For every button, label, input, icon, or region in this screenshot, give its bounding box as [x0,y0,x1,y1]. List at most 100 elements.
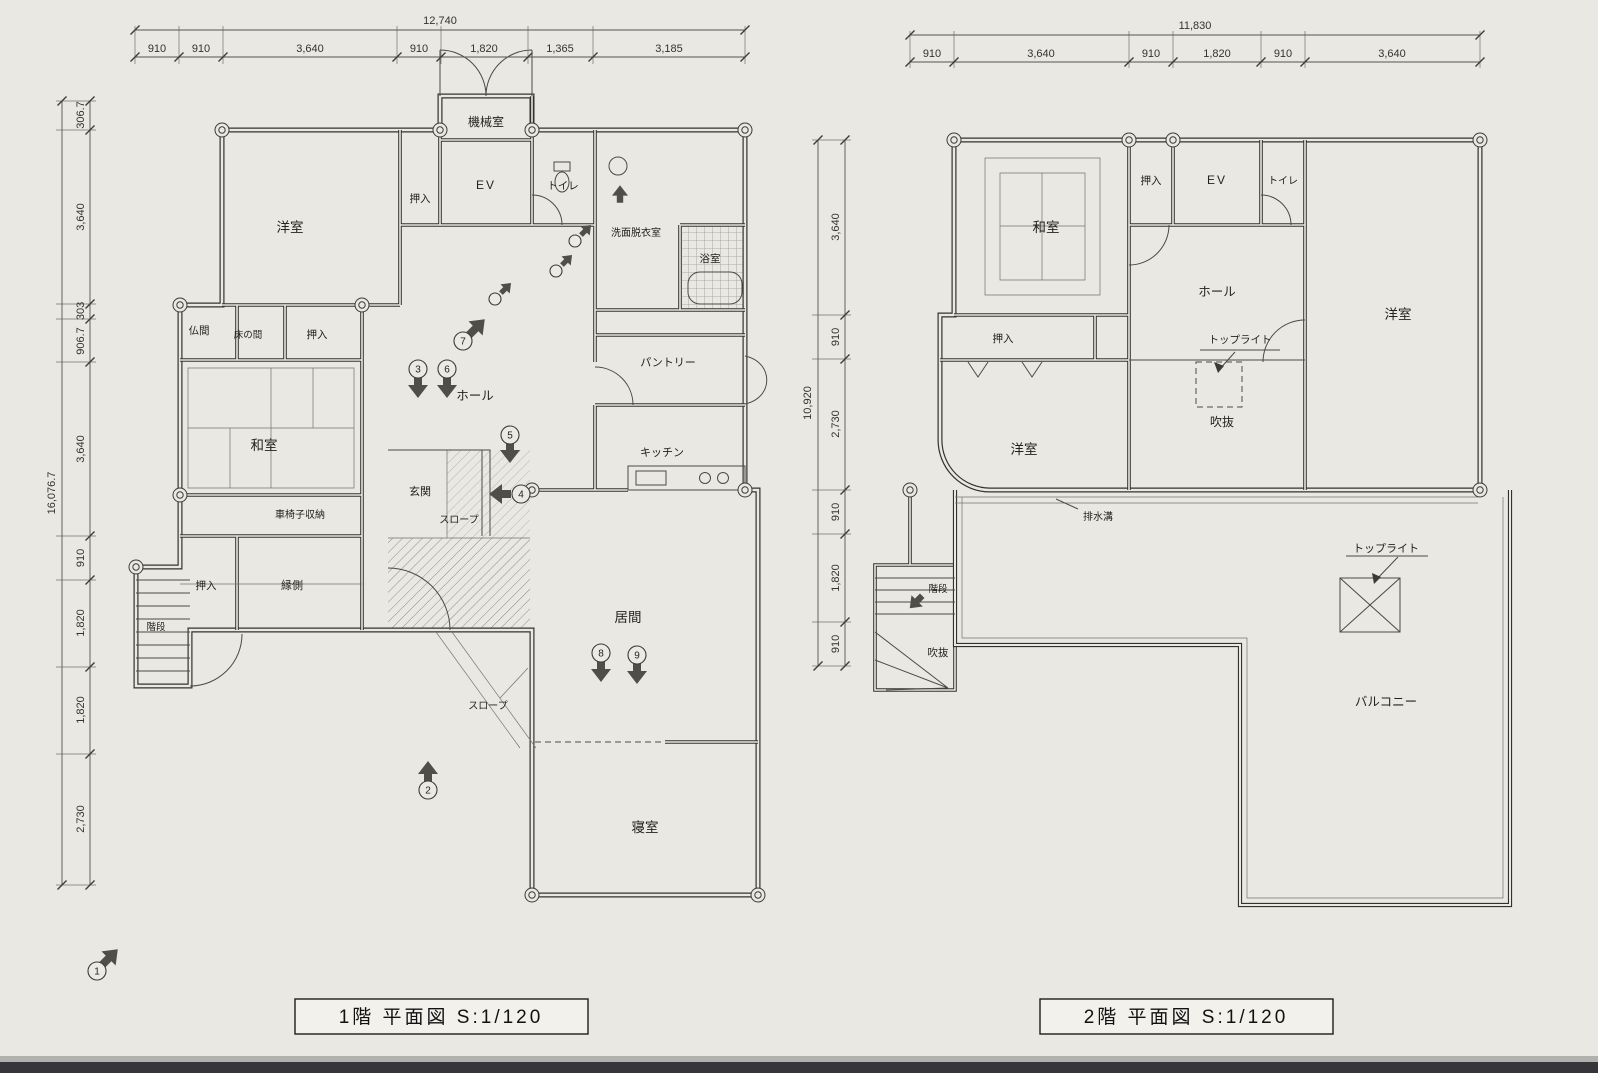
room-label-washitsu: 和室 [251,437,278,453]
marker-6: 6 [437,359,457,398]
floor1-title: 1階 平面図 S:1/120 [339,1006,544,1028]
dim-total-left-f2: 10,920 [802,386,814,420]
svg-text:2: 2 [425,786,431,797]
room-label-genkan: 玄関 [409,484,431,498]
dim-seg: 2,730 [75,805,87,833]
room-label-gutter: 排水溝 [1083,510,1113,523]
dim-seg: 3,640 [75,203,87,231]
dim-seg: 1,820 [75,696,87,724]
dim-seg: 906.7 [75,327,87,355]
dim-seg: 910 [75,549,87,567]
svg-text:5: 5 [507,431,513,442]
room-label-yokushitsu: 浴室 [700,252,721,265]
dim-seg: 910 [1142,48,1160,60]
dim-seg: 910 [192,43,210,55]
dim-seg: 910 [830,503,842,521]
svg-text:9: 9 [634,651,640,662]
floor2-plan: 押入 EV トイレ 和室 ホール 洋室 押入 トップライト 吹抜 洋室 排水溝 … [802,20,1513,1035]
room-label-stair-void: 吹抜 [928,646,949,659]
dim-seg: 3,640 [1027,48,1055,60]
room-label-shinshitsu: 寝室 [632,819,659,835]
dim-total-top-f1: 12,740 [423,15,457,27]
svg-text:7: 7 [460,337,466,348]
dim-seg: 3,640 [830,213,842,241]
dim-seg: 1,365 [546,43,574,55]
room-label-kaidan-f2: 階段 [928,583,948,595]
dim-seg: 910 [1274,48,1292,60]
marker-3: 3 [408,359,428,398]
svg-text:3: 3 [415,365,421,376]
dim-seg: 1,820 [830,564,842,592]
room-label-pantry: パントリー [640,356,696,369]
floor2-title: 2階 平面図 S:1/120 [1084,1006,1289,1028]
floor1-room-labels: 機械室 EV トイレ 押入 洋室 洗面脱衣室 浴室 仏間 床の間 押入 パントリ… [146,114,720,835]
floor2-dimensions: 11,830 910 3,640 910 1,820 910 3,640 10,… [802,20,1486,672]
marker-5: 5 [500,425,520,463]
dim-seg: 1,820 [1203,48,1231,60]
marker-7: 7 [453,312,492,351]
dim-total-top-f2: 11,830 [1179,20,1212,32]
room-label-butsuma: 仏間 [189,325,210,337]
room-label-oshiire-top: 押入 [410,192,431,205]
floor1-markers: 1 2 3 4 5 6 7 [87,185,647,981]
floor1-plan: 機械室 EV トイレ 押入 洋室 洗面脱衣室 浴室 仏間 床の間 押入 パントリ… [46,15,768,1035]
room-label-oshiire-top-f2: 押入 [1141,174,1163,187]
dim-seg: 306.7 [75,101,87,129]
room-label-hall: ホール [456,389,494,403]
room-label-toilet-f2: トイレ [1268,176,1298,187]
room-label-ev: EV [476,178,496,192]
floor1-details [136,49,768,749]
room-label-toplight-void: トップライト [1209,334,1272,346]
room-label-engawa: 縁側 [281,578,303,592]
room-label-toilet: トイレ [547,180,579,192]
marker-8: 8 [591,643,611,682]
svg-text:8: 8 [598,649,604,660]
room-label-yoshitsu-right: 洋室 [1385,306,1412,322]
room-label-ev-f2: EV [1207,173,1227,187]
dim-seg: 3,185 [655,43,683,55]
room-label-void: 吹抜 [1210,415,1234,429]
scan-edge-dark [0,1062,1598,1073]
room-label-slope1: スロープ [439,514,478,526]
room-label-toplight-balcony: トップライト [1353,542,1419,555]
room-label-yoshitsu-left: 洋室 [1011,441,1038,457]
scan-edge-light [0,1056,1598,1062]
dim-seg: 3,640 [75,435,87,463]
room-label-kurumaisu: 車椅子収納 [275,508,325,521]
dim-seg: 303 [75,302,87,320]
room-label-ima: 居間 [615,610,642,625]
marker-9: 9 [627,645,647,684]
dim-total-left-f1: 16,076.7 [46,472,58,515]
room-label-oshiire-mid: 押入 [307,328,328,341]
floor2-title-block: 2階 平面図 S:1/120 [1039,998,1334,1035]
svg-text:4: 4 [518,490,524,501]
room-label-kaidan: 階段 [146,621,166,633]
floor1-dimensions: 12,740 910 910 3,640 910 1,820 1,365 3,1… [46,15,751,891]
room-label-balcony: バルコニー [1355,695,1417,709]
dim-seg: 910 [830,635,842,653]
dim-seg: 910 [830,328,842,346]
room-label-washitsu-f2: 和室 [1033,219,1060,235]
dim-seg: 3,640 [1378,48,1406,60]
room-label-slope2: スロープ [468,700,507,712]
svg-text:6: 6 [444,365,450,376]
dim-seg: 910 [410,43,428,55]
marker-2: 2 [418,761,438,800]
dim-seg: 1,820 [75,609,87,637]
dim-seg: 1,820 [470,43,498,55]
door-marker [488,185,628,306]
floor2-walls-outer [937,137,1483,493]
floor1-title-block: 1階 平面図 S:1/120 [294,998,589,1035]
floor1-walls-inner [180,96,758,744]
svg-text:1: 1 [94,967,100,978]
room-label-tokonoma: 床の間 [234,329,263,341]
dim-seg: 2,730 [830,410,842,438]
floor2-room-labels: 押入 EV トイレ 和室 ホール 洋室 押入 トップライト 吹抜 洋室 排水溝 … [928,173,1420,709]
room-label-yoshitsu: 洋室 [277,219,304,235]
dim-seg: 910 [923,48,941,60]
marker-4: 4 [489,484,531,504]
dim-seg: 910 [148,43,166,55]
room-label-senmen: 洗面脱衣室 [611,226,661,239]
